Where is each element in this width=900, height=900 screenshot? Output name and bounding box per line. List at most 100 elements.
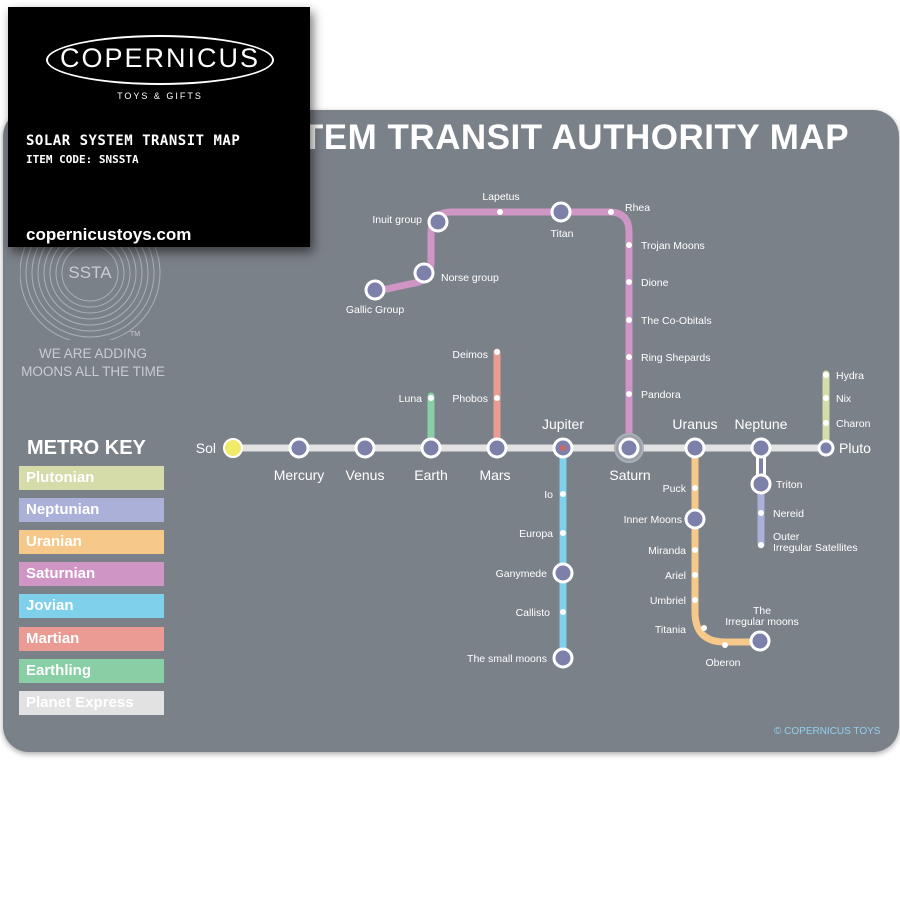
stop-ring-shepards[interactable] bbox=[626, 354, 632, 360]
metro-key-item: Uranian bbox=[19, 530, 164, 554]
stop-co-orbitals[interactable] bbox=[626, 317, 632, 323]
label-titania: Titania bbox=[655, 624, 686, 636]
label-hydra: Hydra bbox=[836, 370, 864, 382]
emblem-tagline-line-1: WE ARE ADDING bbox=[38, 346, 148, 361]
metro-key-item: Earthling bbox=[19, 659, 164, 683]
stop-ariel[interactable] bbox=[692, 572, 698, 578]
stop-puck[interactable] bbox=[692, 485, 698, 491]
label-io: Io bbox=[544, 489, 553, 501]
station-mars[interactable] bbox=[486, 437, 508, 459]
label-mercury: Mercury bbox=[274, 467, 325, 483]
stop-outer-irregular[interactable] bbox=[758, 542, 764, 548]
label-outer-1: Outer bbox=[773, 531, 800, 543]
label-small-moons: The small moons bbox=[467, 653, 547, 665]
brand-subtitle: TOYS & GIFTS bbox=[117, 91, 203, 101]
label-miranda: Miranda bbox=[648, 545, 686, 557]
triton-connector-inner bbox=[759, 452, 763, 481]
label-charon: Charon bbox=[836, 418, 871, 430]
stop-umbriel[interactable] bbox=[692, 597, 698, 603]
label-nereid: Nereid bbox=[773, 508, 804, 520]
label-luna: Luna bbox=[399, 393, 423, 405]
label-triton: Triton bbox=[776, 479, 803, 491]
stop-trojan-moons[interactable] bbox=[626, 242, 632, 248]
label-jupiter: Jupiter bbox=[542, 416, 584, 432]
stop-callisto[interactable] bbox=[560, 609, 566, 615]
stop-oberon[interactable] bbox=[722, 642, 728, 648]
stop-deimos[interactable] bbox=[494, 349, 500, 355]
station-inuit-group[interactable] bbox=[427, 211, 449, 233]
label-outer-2: Irregular Satellites bbox=[773, 542, 858, 554]
stop-phobos[interactable] bbox=[494, 395, 500, 401]
stop-luna[interactable] bbox=[428, 395, 434, 401]
emblem-tm: TM bbox=[130, 331, 140, 338]
label-dione: Dione bbox=[641, 277, 669, 289]
stop-pandora[interactable] bbox=[626, 391, 632, 397]
label-irregular-moons-1: The bbox=[753, 605, 771, 617]
emblem-tagline: WE ARE ADDING MOONS ALL THE TIME bbox=[14, 345, 172, 381]
item-code: ITEM CODE: SNSSTA bbox=[26, 153, 139, 166]
stop-titania[interactable] bbox=[701, 625, 707, 631]
label-ariel: Ariel bbox=[665, 570, 686, 582]
label-earth: Earth bbox=[414, 467, 447, 483]
station-venus[interactable] bbox=[354, 437, 376, 459]
label-neptune: Neptune bbox=[735, 416, 788, 432]
uranian-line bbox=[691, 444, 764, 646]
station-norse-group[interactable] bbox=[413, 262, 435, 284]
label-sol: Sol bbox=[196, 440, 216, 456]
metro-key-item: Plutonian bbox=[19, 466, 164, 490]
label-co-orbitals: The Co-Obitals bbox=[641, 315, 712, 327]
station-neptune[interactable] bbox=[750, 437, 772, 459]
label-lapetus: Lapetus bbox=[482, 191, 519, 203]
website-link[interactable]: copernicustoys.com bbox=[26, 225, 192, 244]
station-titan[interactable] bbox=[550, 201, 572, 223]
station-gallic-group[interactable] bbox=[364, 279, 386, 301]
station-small-moons[interactable] bbox=[552, 647, 574, 669]
metro-key-item: Planet Express bbox=[19, 691, 164, 715]
station-ganymede[interactable] bbox=[552, 562, 574, 584]
station-triton[interactable] bbox=[750, 473, 772, 495]
label-oberon: Oberon bbox=[705, 657, 740, 669]
station-saturn[interactable] bbox=[618, 437, 640, 459]
stop-nereid[interactable] bbox=[758, 510, 764, 516]
station-jupiter-dot bbox=[560, 445, 566, 451]
label-norse-group: Norse group bbox=[441, 272, 499, 284]
stop-io[interactable] bbox=[560, 491, 566, 497]
label-europa: Europa bbox=[519, 528, 553, 540]
emblem-tagline-line-2: MOONS ALL THE TIME bbox=[21, 364, 165, 379]
metro-key-item: Saturnian bbox=[19, 562, 164, 586]
station-earth[interactable] bbox=[420, 437, 442, 459]
stop-lapetus[interactable] bbox=[497, 209, 503, 215]
stop-hydra[interactable] bbox=[823, 372, 829, 378]
label-callisto: Callisto bbox=[516, 607, 551, 619]
label-pandora: Pandora bbox=[641, 389, 681, 401]
label-puck: Puck bbox=[663, 483, 687, 495]
label-ganymede: Ganymede bbox=[496, 568, 548, 580]
stop-rhea[interactable] bbox=[608, 209, 614, 215]
label-mars: Mars bbox=[479, 467, 510, 483]
label-pluto: Pluto bbox=[839, 440, 871, 456]
stop-europa[interactable] bbox=[560, 530, 566, 536]
copyright: © COPERNICUS TOYS bbox=[774, 726, 881, 737]
stop-nix[interactable] bbox=[823, 395, 829, 401]
label-ring-shepards: Ring Shepards bbox=[641, 352, 710, 364]
station-inner-moons[interactable] bbox=[684, 508, 706, 530]
label-inuit-group: Inuit group bbox=[372, 214, 422, 226]
stop-charon[interactable] bbox=[823, 420, 829, 426]
brand-logo: COPERNICUS bbox=[59, 43, 261, 73]
product-tag: COPERNICUS TOYS & GIFTS SOLAR SYSTEM TRA… bbox=[8, 7, 310, 247]
label-titan: Titan bbox=[551, 228, 574, 240]
emblem-text: SSTA bbox=[68, 263, 112, 282]
station-mercury[interactable] bbox=[288, 437, 310, 459]
label-nix: Nix bbox=[836, 393, 852, 405]
station-sol[interactable] bbox=[223, 438, 243, 458]
station-uranus[interactable] bbox=[684, 437, 706, 459]
metro-key-title: METRO KEY bbox=[27, 437, 146, 459]
station-pluto[interactable] bbox=[817, 439, 835, 457]
station-irregular-moons[interactable] bbox=[749, 630, 771, 652]
stop-dione[interactable] bbox=[626, 279, 632, 285]
stop-miranda[interactable] bbox=[692, 547, 698, 553]
label-trojan-moons: Trojan Moons bbox=[641, 240, 705, 252]
metro-key-item: Jovian bbox=[19, 594, 164, 618]
metro-key-item: Neptunian bbox=[19, 498, 164, 522]
logo-oval bbox=[46, 35, 274, 85]
